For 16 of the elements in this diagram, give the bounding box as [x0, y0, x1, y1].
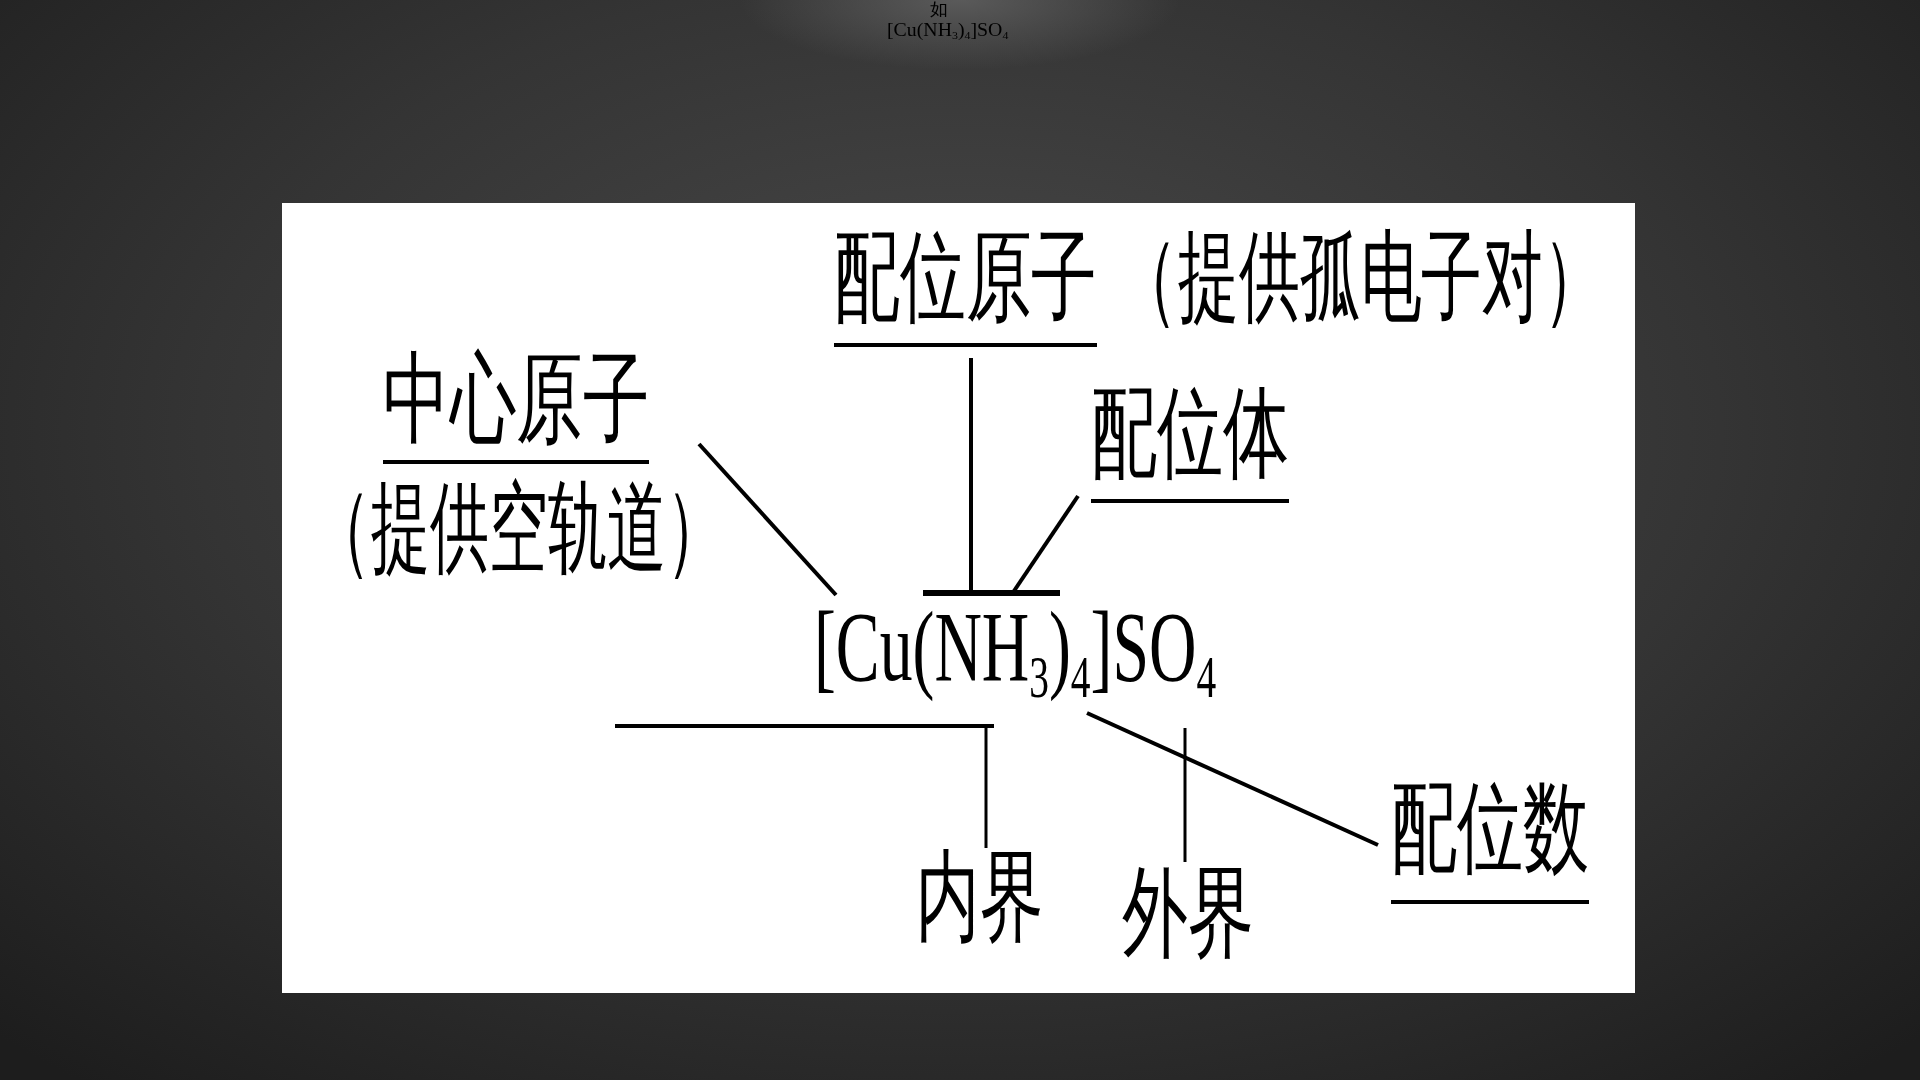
label-text: 外界 [1122, 863, 1254, 963]
leader-line [1012, 494, 1080, 593]
leader-line [969, 358, 973, 591]
leader-line [984, 728, 988, 848]
note-text: （提供孤电子对） [1117, 227, 1604, 327]
underlined-heading: 中心原子 [383, 349, 649, 464]
leader-line [1183, 728, 1187, 862]
note-text: 如 [930, 1, 948, 18]
underlined-heading: 配位体 [1091, 383, 1289, 503]
label-text: 内界 [916, 847, 1043, 947]
leader-line [1086, 711, 1379, 847]
formula-text: [Cu(NH$_{3}$)$_{4}$]SO$_{4}$ [887, 20, 1009, 39]
leader-line [697, 442, 838, 597]
note-text: （提供空轨道） [312, 478, 725, 578]
underlined-heading: 配位数 [1391, 778, 1589, 904]
underlined-heading: 配位原子 [834, 227, 1097, 347]
